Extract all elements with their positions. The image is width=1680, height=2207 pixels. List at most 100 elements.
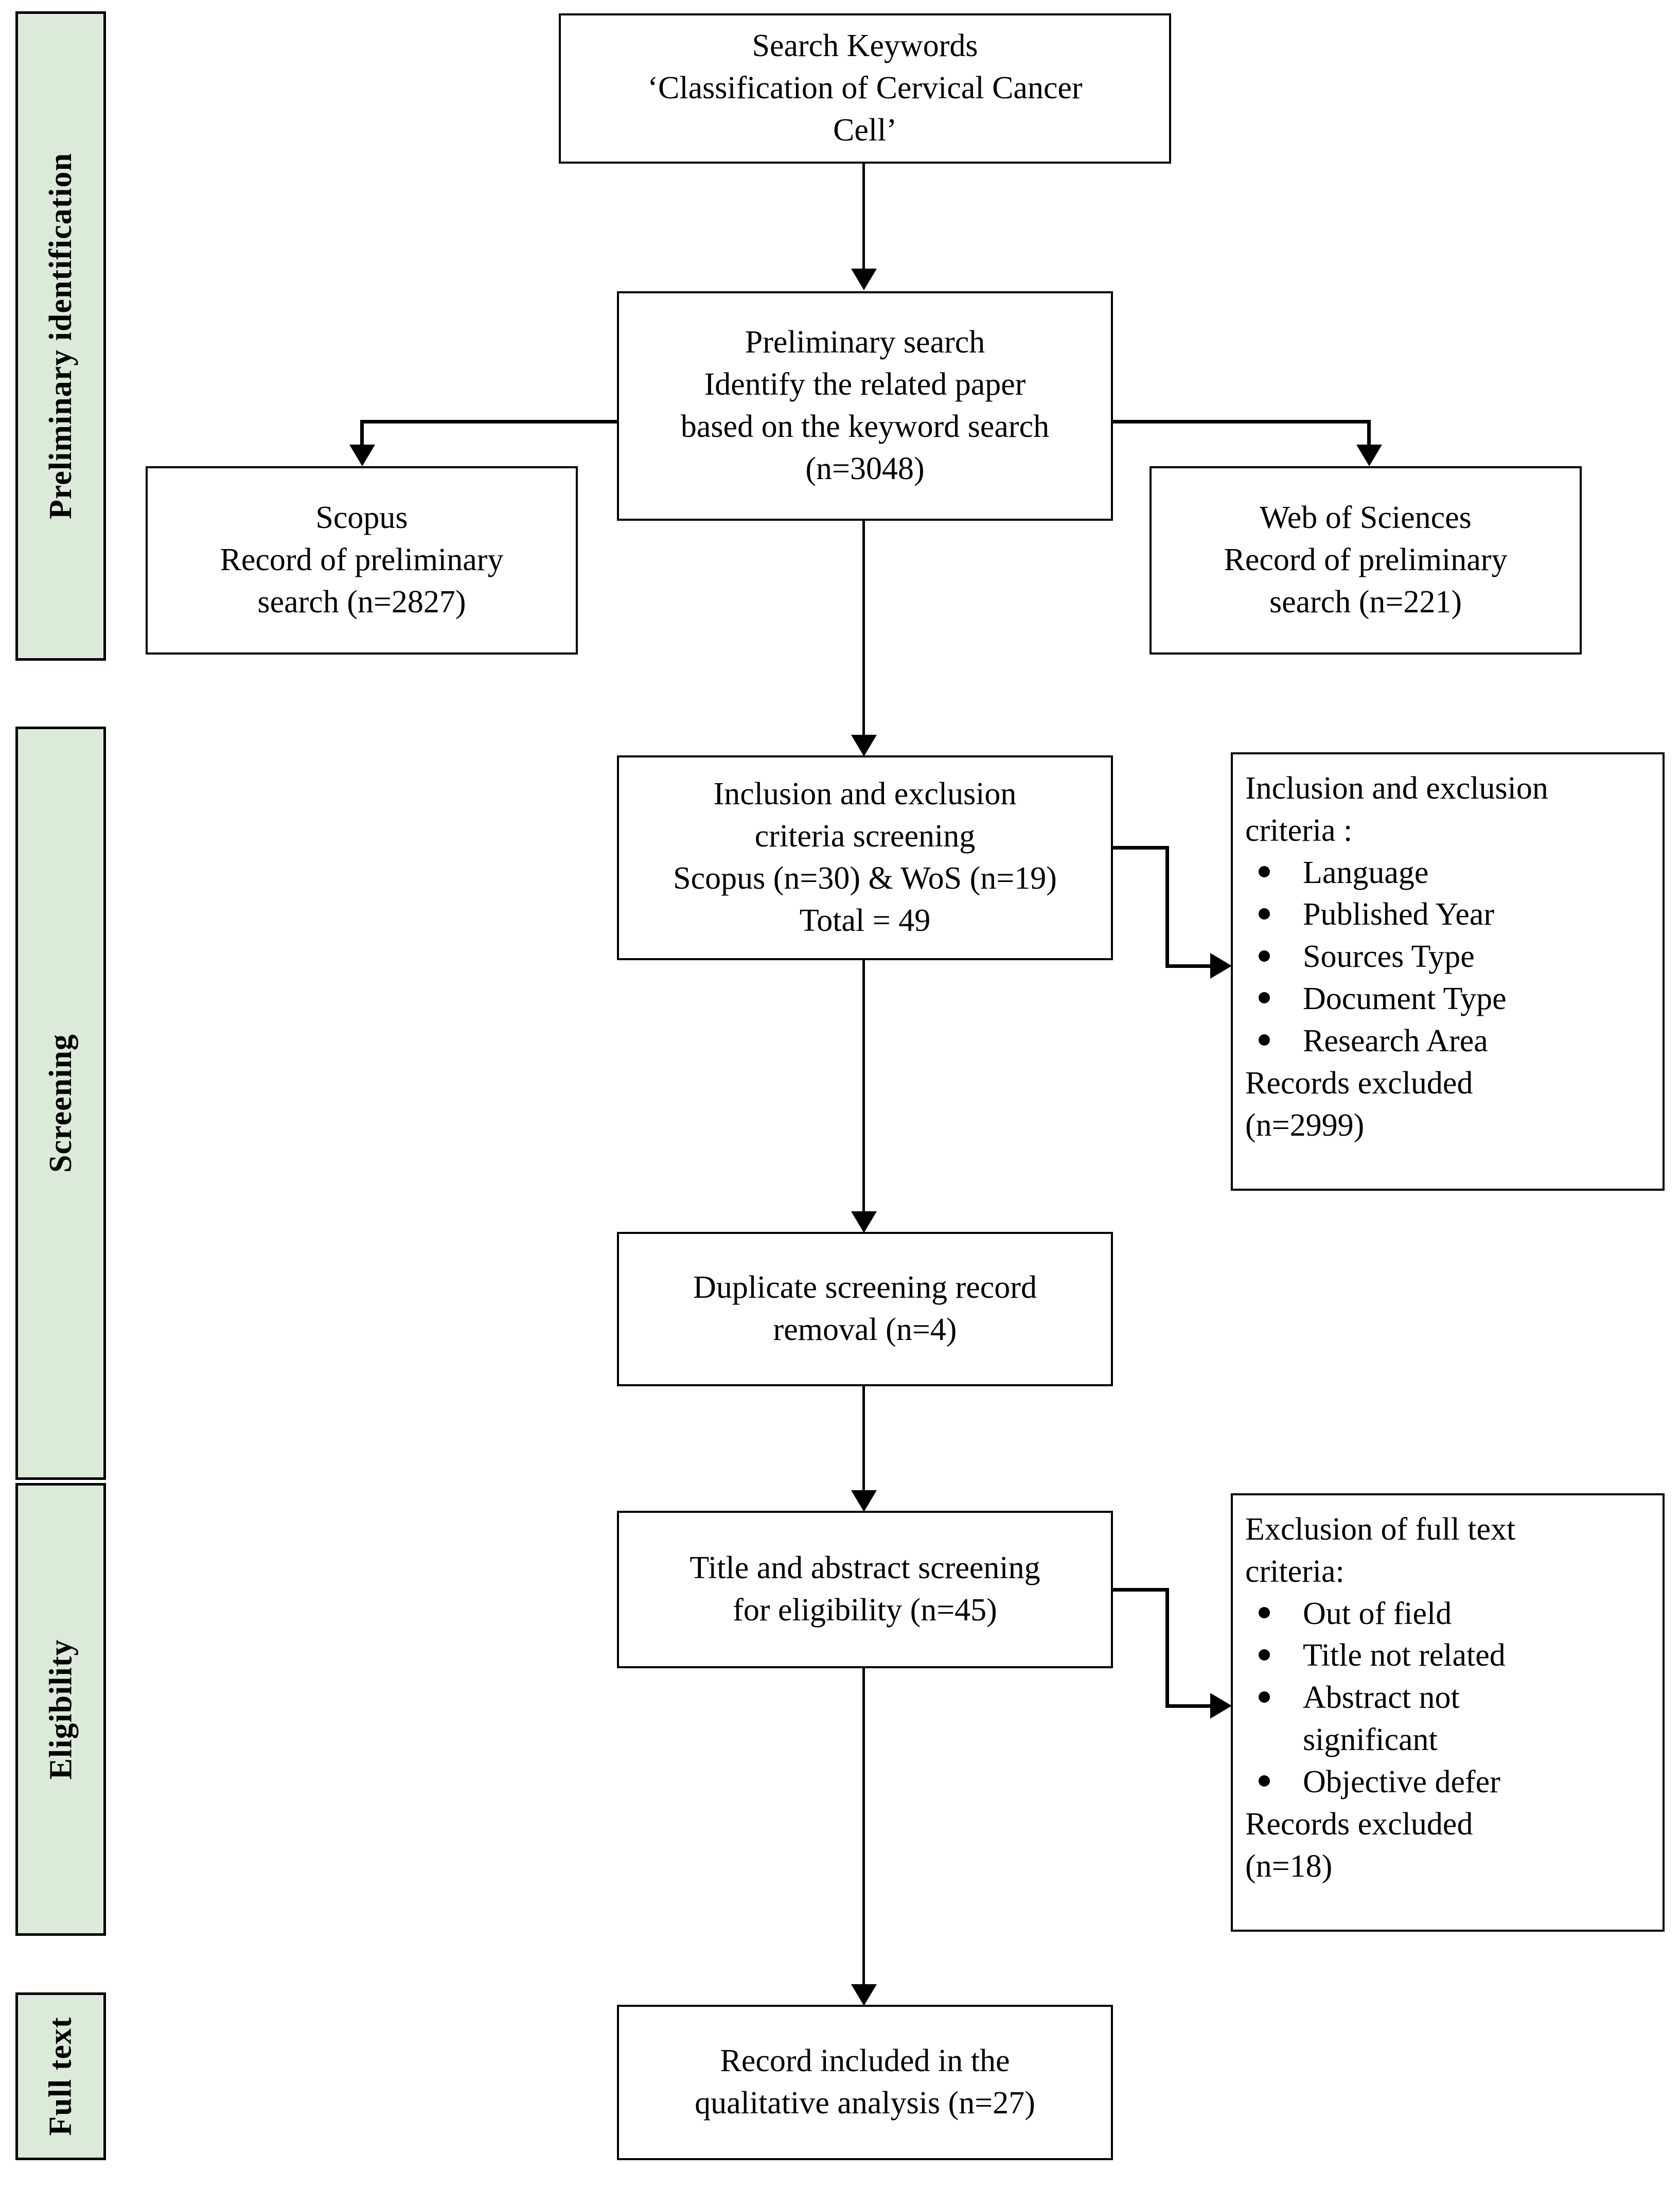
list-item: Abstract not	[1245, 1677, 1650, 1719]
search-keywords-line-3: Cell’	[833, 112, 897, 148]
arrowhead-screening-to-duplicate	[851, 1211, 877, 1233]
node-search-keywords: Search Keywords ‘Classification of Cervi…	[559, 13, 1171, 164]
inclusion-exclusion-criteria-heading-1: Inclusion and exclusion	[1245, 771, 1548, 806]
exclusion-item-label: Out of field	[1303, 1596, 1452, 1631]
list-item: Sources Type	[1245, 936, 1650, 978]
title-abstract-screening-line-1: Title and abstract screening	[689, 1550, 1040, 1586]
list-item: Research Area	[1245, 1020, 1650, 1063]
duplicate-removal-line-2: removal (n=4)	[773, 1312, 957, 1347]
scopus-line-3: search (n=2827)	[257, 584, 466, 620]
list-item-continuation: significant	[1245, 1719, 1650, 1761]
connector-screening-to-duplicate	[862, 960, 865, 1213]
bullet-icon	[1259, 1775, 1270, 1787]
full-text-exclusion-list: Out of field Title not related Abstract …	[1245, 1593, 1650, 1804]
full-text-exclusion-footer-1: Records excluded	[1245, 1806, 1473, 1842]
search-keywords-line-1: Search Keywords	[752, 28, 978, 64]
exclusion-item-label: Title not related	[1303, 1638, 1506, 1673]
list-item: Title not related	[1245, 1635, 1650, 1677]
web-of-sciences-line-1: Web of Sciences	[1260, 500, 1472, 536]
stage-label-full-text: Full text	[43, 2017, 78, 2136]
node-preliminary-search: Preliminary search Identify the related …	[617, 291, 1113, 521]
full-text-exclusion-heading-2: criteria:	[1245, 1553, 1345, 1589]
title-abstract-screening-line-2: for eligibility (n=45)	[733, 1593, 997, 1628]
inclusion-exclusion-criteria-list: Language Published Year Sources Type Doc…	[1245, 852, 1650, 1063]
connector-screening-to-criteria-top	[1111, 846, 1169, 850]
criteria-item-label: Published Year	[1303, 897, 1495, 932]
exclusion-item-label: Objective defer	[1303, 1764, 1500, 1799]
connector-preliminary-to-scopus-horizontal	[360, 420, 619, 423]
arrowhead-title-abstract-to-included	[851, 1984, 877, 2006]
criteria-item-label: Sources Type	[1303, 939, 1475, 975]
list-item: Language	[1245, 852, 1650, 894]
inclusion-exclusion-screening-line-4: Total = 49	[799, 903, 931, 938]
preliminary-search-line-1: Preliminary search	[745, 325, 985, 360]
bullet-icon	[1259, 866, 1270, 877]
bullet-icon	[1259, 1691, 1270, 1703]
arrowhead-keywords-to-preliminary	[851, 269, 877, 290]
duplicate-removal-line-1: Duplicate screening record	[693, 1270, 1037, 1305]
inclusion-exclusion-criteria-footer-2: (n=2999)	[1245, 1107, 1365, 1143]
connector-preliminary-to-scopus-vertical	[360, 420, 364, 460]
bullet-icon	[1259, 1649, 1270, 1661]
stage-bar-preliminary-identification: Preliminary identification	[15, 11, 106, 661]
inclusion-exclusion-screening-line-2: criteria screening	[754, 819, 976, 854]
inclusion-exclusion-criteria-footer-1: Records excluded	[1245, 1065, 1473, 1101]
arrowhead-title-abstract-to-exclusion	[1210, 1693, 1232, 1719]
exclusion-item-label: Abstract not	[1303, 1680, 1460, 1716]
criteria-item-label: Language	[1303, 855, 1429, 890]
exclusion-item-label-continued: significant	[1303, 1722, 1438, 1758]
connector-title-abstract-to-exclusion-top	[1111, 1588, 1169, 1592]
record-included-line-2: qualitative analysis (n=27)	[695, 2086, 1035, 2121]
node-inclusion-exclusion-criteria: Inclusion and exclusion criteria : Langu…	[1231, 752, 1665, 1191]
bullet-icon	[1259, 1034, 1270, 1046]
stage-label-eligibility: Eligibility	[43, 1639, 78, 1780]
stage-label-preliminary-identification: Preliminary identification	[43, 153, 78, 519]
connector-keywords-to-preliminary	[862, 164, 865, 271]
arrowhead-duplicate-to-title-abstract	[851, 1490, 877, 1512]
scopus-line-1: Scopus	[315, 500, 408, 536]
stage-bar-screening: Screening	[15, 727, 106, 1480]
bullet-icon	[1259, 908, 1270, 920]
preliminary-search-line-4: (n=3048)	[805, 451, 925, 486]
scopus-line-2: Record of preliminary	[220, 542, 504, 578]
connector-preliminary-to-screening	[862, 521, 865, 737]
stage-label-screening: Screening	[43, 1034, 78, 1173]
connector-duplicate-to-title-abstract	[862, 1386, 865, 1492]
node-record-included: Record included in the qualitative analy…	[617, 2005, 1113, 2160]
arrowhead-preliminary-to-screening	[851, 735, 877, 756]
inclusion-exclusion-criteria-heading-2: criteria :	[1245, 813, 1353, 848]
node-title-abstract-screening: Title and abstract screening for eligibi…	[617, 1511, 1113, 1668]
record-included-line-1: Record included in the	[720, 2043, 1010, 2079]
node-web-of-sciences: Web of Sciences Record of preliminary se…	[1150, 466, 1582, 655]
list-item: Published Year	[1245, 894, 1650, 936]
bullet-icon	[1259, 992, 1270, 1004]
list-item: Out of field	[1245, 1593, 1650, 1635]
connector-screening-to-criteria-vertical	[1165, 846, 1169, 967]
criteria-item-label: Document Type	[1303, 981, 1507, 1017]
stage-bar-full-text: Full text	[15, 1992, 106, 2160]
bullet-icon	[1259, 1606, 1270, 1618]
stage-bar-eligibility: Eligibility	[15, 1483, 106, 1936]
list-item: Objective defer	[1245, 1761, 1650, 1804]
node-full-text-exclusion-criteria: Exclusion of full text criteria: Out of …	[1231, 1493, 1665, 1932]
connector-title-abstract-to-exclusion-bottom	[1165, 1704, 1215, 1708]
inclusion-exclusion-screening-line-1: Inclusion and exclusion	[713, 776, 1017, 812]
list-item: Document Type	[1245, 978, 1650, 1020]
arrowhead-preliminary-to-wos	[1356, 445, 1382, 466]
preliminary-search-line-3: based on the keyword search	[680, 409, 1050, 444]
search-keywords-line-2: ‘Classification of Cervical Cancer	[647, 70, 1083, 106]
arrowhead-screening-to-criteria	[1210, 953, 1232, 979]
preliminary-search-line-2: Identify the related paper	[704, 367, 1026, 402]
arrowhead-preliminary-to-scopus	[349, 445, 375, 466]
full-text-exclusion-heading-1: Exclusion of full text	[1245, 1512, 1516, 1547]
connector-preliminary-to-wos-horizontal	[1111, 420, 1371, 423]
connector-preliminary-to-wos-vertical	[1367, 420, 1371, 460]
node-scopus: Scopus Record of preliminary search (n=2…	[146, 466, 578, 655]
full-text-exclusion-footer-2: (n=18)	[1245, 1848, 1333, 1884]
web-of-sciences-line-2: Record of preliminary	[1224, 542, 1508, 578]
node-duplicate-removal: Duplicate screening record removal (n=4)	[617, 1232, 1113, 1386]
node-inclusion-exclusion-screening: Inclusion and exclusion criteria screeni…	[617, 755, 1113, 960]
criteria-item-label: Research Area	[1303, 1023, 1488, 1058]
bullet-icon	[1259, 950, 1270, 962]
